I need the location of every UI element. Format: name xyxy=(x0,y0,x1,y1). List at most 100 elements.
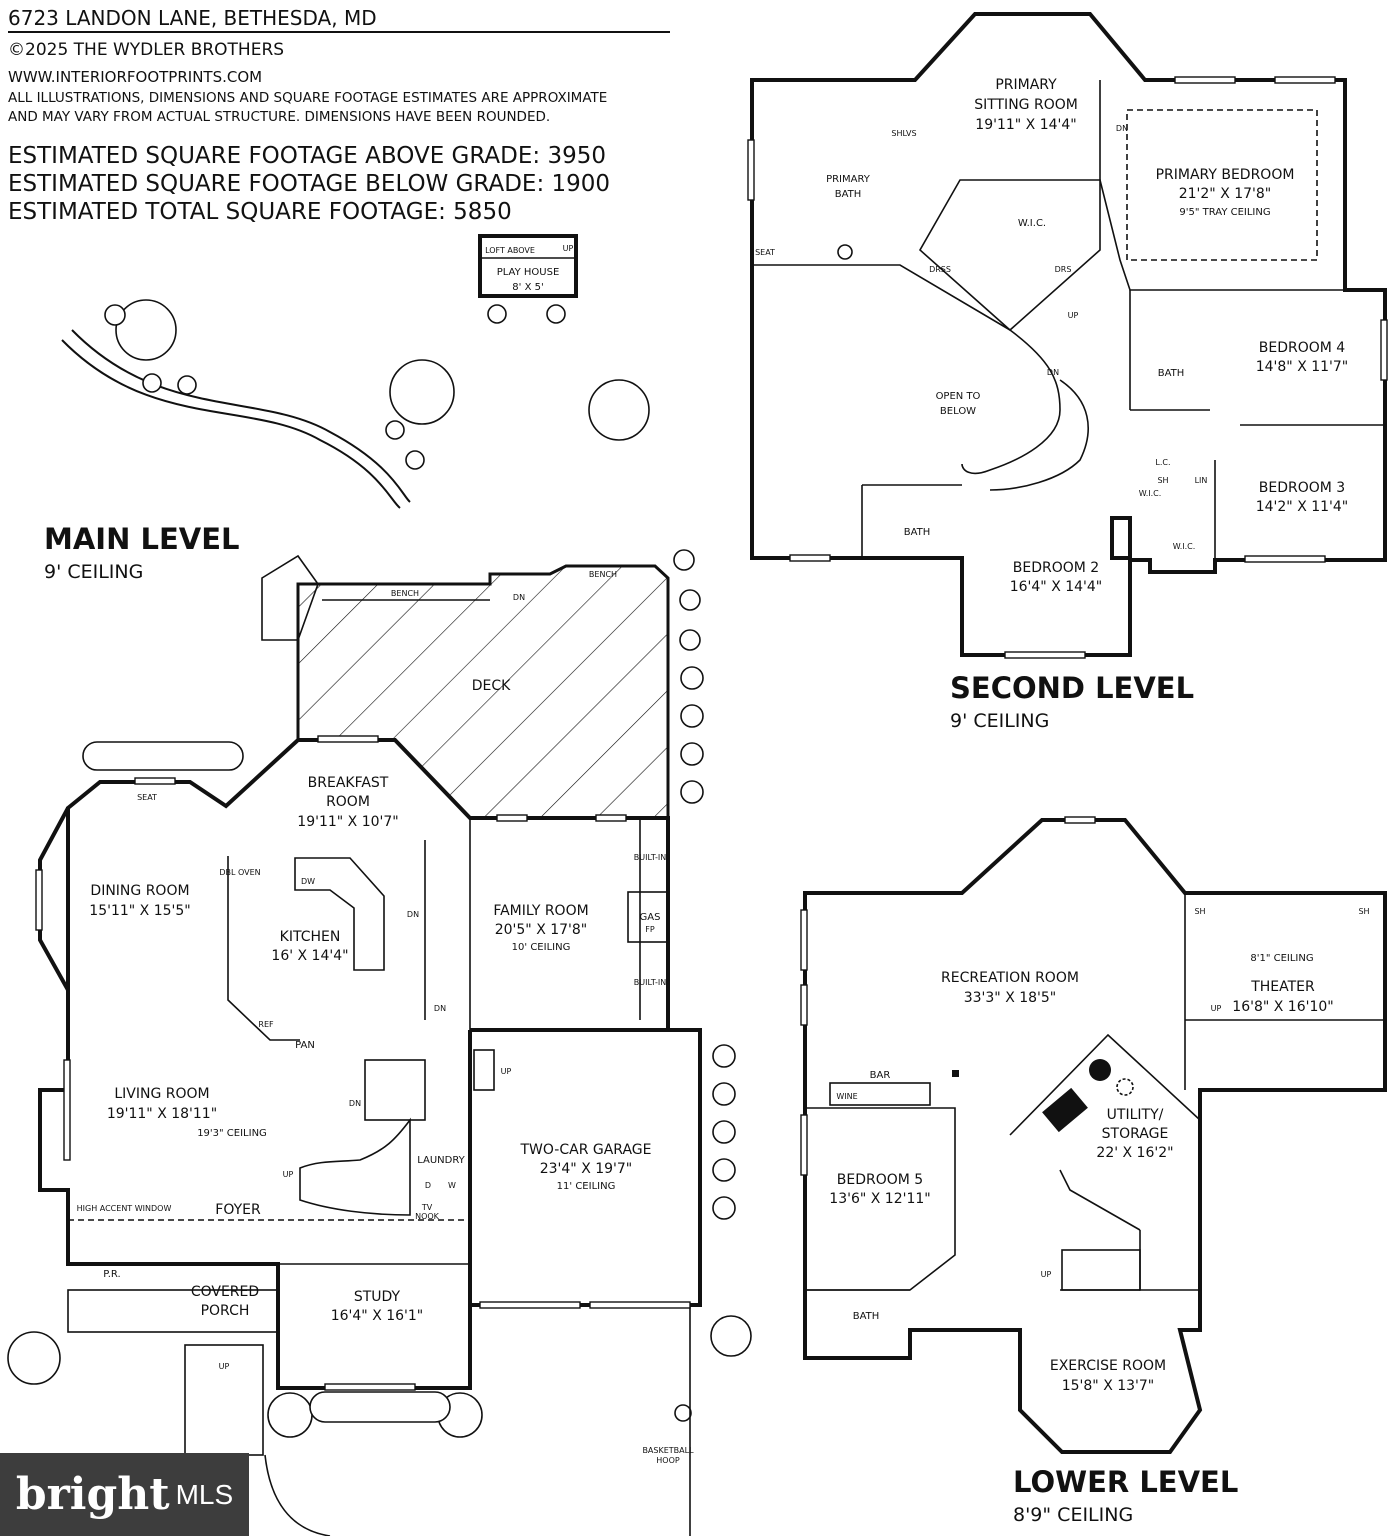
family-room-ceiling: 10' CEILING xyxy=(512,942,571,953)
primary-bedroom-label: PRIMARY BEDROOM xyxy=(1156,167,1295,183)
breakfast-room-dim: 19'11" X 10'7" xyxy=(297,814,398,830)
second-level-ceiling: 9' CEILING xyxy=(950,710,1049,732)
trees xyxy=(7,299,752,1438)
main-level: MAIN LEVEL 9' CEILING BENCH BENCH DN DEC… xyxy=(35,522,702,1536)
bedroom-2-dim: 16'4" X 14'4" xyxy=(1010,579,1103,595)
open-to-below-label-2: BELOW xyxy=(940,406,976,417)
main-level-ceiling: 9' CEILING xyxy=(44,561,143,583)
high-accent-window-label: HIGH ACCENT WINDOW xyxy=(77,1204,172,1213)
exercise-room-label: EXERCISE ROOM xyxy=(1050,1358,1166,1374)
family-room-label: FAMILY ROOM xyxy=(493,903,588,919)
theater-sh-right: SH xyxy=(1358,907,1369,916)
living-room-dim: 19'11" X 18'11" xyxy=(107,1106,217,1122)
dress-label-1: DRSS xyxy=(929,265,951,274)
recreation-room-label: RECREATION ROOM xyxy=(941,970,1079,986)
utility-storage-label-2: STORAGE xyxy=(1102,1126,1169,1142)
laundry-label: LAUNDRY xyxy=(417,1155,465,1166)
playhouse: LOFT ABOVE UP PLAY HOUSE 8' X 5' xyxy=(478,234,578,324)
bedroom-2-label: BEDROOM 2 xyxy=(1013,560,1099,576)
garage-label: TWO-CAR GARAGE xyxy=(520,1142,652,1158)
family-dn-2: DN xyxy=(434,1004,446,1013)
built-in-label-2: BUILT-IN xyxy=(634,978,666,987)
bedroom-3-label: BEDROOM 3 xyxy=(1259,480,1345,496)
dress-label-2: DRS xyxy=(1055,265,1072,274)
playhouse-up-label: UP xyxy=(563,244,574,253)
lower-level: LOWER LEVEL 8'9" CEILING RECREATION ROOM… xyxy=(800,816,1387,1526)
deck-label: DECK xyxy=(472,678,511,694)
primary-wic-label: W.I.C. xyxy=(1018,218,1046,229)
living-room-ceiling: 19'3" CEILING xyxy=(197,1128,267,1139)
garden-path xyxy=(61,339,401,509)
garage-up-label: UP xyxy=(501,1067,512,1076)
garage-dim: 23'4" X 19'7" xyxy=(540,1161,633,1177)
foyer-label: FOYER xyxy=(215,1202,261,1218)
sitting-dn-label: DN xyxy=(1116,124,1128,133)
second-stair-dn-label: DN xyxy=(1047,368,1059,377)
porch-up-label: UP xyxy=(219,1362,230,1371)
primary-bath-label-1: PRIMARY xyxy=(826,174,871,185)
powder-room-label: P.R. xyxy=(103,1269,120,1280)
tv-nook-label-1: TV xyxy=(421,1203,433,1212)
bright-mls-logo: bright MLS xyxy=(0,1453,249,1536)
linen-closet-label: L.C. xyxy=(1155,458,1170,467)
foyer-dn-label: DN xyxy=(349,1099,361,1108)
recreation-room-dim: 33'3" X 18'5" xyxy=(964,990,1057,1006)
washer-label: W xyxy=(448,1181,456,1190)
primary-sitting-label-1: PRIMARY xyxy=(995,77,1057,93)
sqft-below-grade: ESTIMATED SQUARE FOOTAGE BELOW GRADE: 19… xyxy=(8,171,611,197)
bath-4-label: BATH xyxy=(1158,368,1185,379)
covered-porch-label-1: COVERED xyxy=(191,1284,259,1300)
bedroom-5-label: BEDROOM 5 xyxy=(837,1172,923,1188)
bedroom-3-dim: 14'2" X 11'4" xyxy=(1256,499,1349,515)
family-dn-1: DN xyxy=(407,910,419,919)
main-house-outline xyxy=(38,738,702,1390)
disclaimer-line-2: AND MAY VARY FROM ACTUAL STRUCTURE. DIME… xyxy=(8,109,551,125)
theater-sh-left: SH xyxy=(1194,907,1205,916)
primary-bath-label-2: BATH xyxy=(835,189,862,200)
utility-storage-label-1: UTILITY/ xyxy=(1107,1107,1164,1123)
bath-2-label: BATH xyxy=(904,527,931,538)
sqft-total: ESTIMATED TOTAL SQUARE FOOTAGE: 5850 xyxy=(8,199,512,225)
playhouse-name: PLAY HOUSE xyxy=(497,267,560,278)
website-text: WWW.INTERIORFOOTPRINTS.COM xyxy=(8,68,263,86)
gas-fireplace-label-2: FP xyxy=(645,925,655,934)
seat-label: SEAT xyxy=(137,793,157,802)
bar-label: BAR xyxy=(870,1070,891,1081)
theater-ceiling: 8'1" CEILING xyxy=(1250,953,1313,964)
dining-room-label: DINING ROOM xyxy=(90,883,189,899)
pantry-label: PAN xyxy=(295,1040,315,1051)
built-in-label-1: BUILT-IN xyxy=(634,853,666,862)
theater-up-label: UP xyxy=(1211,1004,1222,1013)
header-rule xyxy=(8,31,670,33)
open-to-below-label-1: OPEN TO xyxy=(936,391,981,402)
gas-fireplace-label-1: GAS xyxy=(640,912,661,923)
lower-up-label: UP xyxy=(1041,1270,1052,1279)
double-oven-label: DBL OVEN xyxy=(219,868,260,877)
deck-bench-2: BENCH xyxy=(589,570,617,579)
bright-logo-text: bright xyxy=(15,1469,170,1520)
shelves-label: SHLVS xyxy=(891,129,916,138)
deck-bench-1: BENCH xyxy=(391,589,419,598)
kitchen-dim: 16' X 14'4" xyxy=(271,948,348,964)
garage-ceiling: 11' CEILING xyxy=(557,1181,616,1192)
exercise-room-dim: 15'8" X 13'7" xyxy=(1062,1378,1155,1394)
second-house-outline xyxy=(750,12,1387,657)
dining-room-dim: 15'11" X 15'5" xyxy=(89,903,190,919)
second-level-title: SECOND LEVEL xyxy=(950,671,1194,705)
foyer-up-label: UP xyxy=(283,1170,294,1179)
breakfast-room-label-1: BREAKFAST xyxy=(308,775,389,791)
refrigerator-label: REF xyxy=(258,1020,274,1029)
bedroom-4-dim: 14'8" X 11'7" xyxy=(1256,359,1349,375)
lower-level-ceiling: 8'9" CEILING xyxy=(1013,1504,1133,1526)
wic-a-label: W.I.C. xyxy=(1139,489,1162,498)
lin-label: LIN xyxy=(1195,476,1208,485)
playhouse-loft-label: LOFT ABOVE xyxy=(485,246,535,255)
second-level: SECOND LEVEL 9' CEILING PRIMARY SITTING … xyxy=(747,12,1388,732)
bedroom-5-dim: 13'6" X 12'11" xyxy=(829,1191,930,1207)
dishwasher-label: DW xyxy=(301,877,315,886)
dryer-label: D xyxy=(425,1181,431,1190)
seat-label-second: SEAT xyxy=(755,248,775,257)
mls-logo-text: MLS xyxy=(175,1478,234,1510)
theater-label: THEATER xyxy=(1250,979,1315,995)
